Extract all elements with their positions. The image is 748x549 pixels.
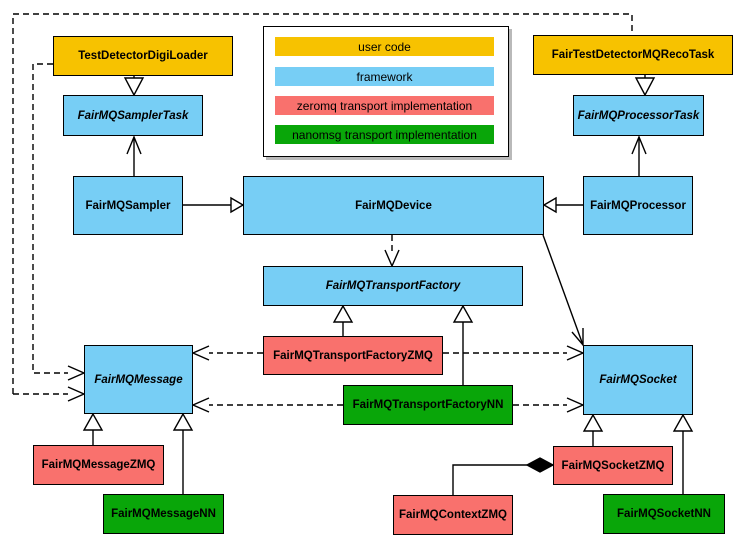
legend-box: user code framework zeromq transport imp… xyxy=(263,26,509,157)
node-testdetectordigiloader: TestDetectorDigiLoader xyxy=(53,36,233,76)
node-label: FairMQMessageZMQ xyxy=(41,459,156,471)
node-fairmqcontextzmq: FairMQContextZMQ xyxy=(393,495,513,535)
arrowhead-message-right-upper xyxy=(191,345,210,361)
triangle-factory-bottom-left xyxy=(332,304,354,323)
edge-recotask-to-message-route xyxy=(12,13,633,394)
node-fairmqsamplertask: FairMQSamplerTask xyxy=(63,95,203,136)
node-label: FairMQSocketNN xyxy=(617,508,711,520)
diamond-socketzmq-composition xyxy=(525,457,555,473)
edge-contextzmq-to-socketzmq xyxy=(452,464,527,495)
legend-item-framework: framework xyxy=(275,67,494,86)
triangle-factory-bottom-right xyxy=(452,304,474,323)
legend-item-user-code: user code xyxy=(275,37,494,56)
arrowhead-samplertask-bottom xyxy=(126,135,142,155)
node-fairmqtransportfactoryzmq: FairMQTransportFactoryZMQ xyxy=(263,336,443,375)
arrowhead-processortask-bottom xyxy=(631,135,647,155)
node-label: FairMQSamplerTask xyxy=(77,109,189,122)
legend-label-zeromq: zeromq transport implementation xyxy=(296,98,473,113)
triangle-device-right xyxy=(542,196,557,214)
triangle-samplertask-top xyxy=(123,77,145,97)
node-fairmqdevice: FairMQDevice xyxy=(243,176,544,235)
node-fairmqtransportfactorynn: FairMQTransportFactoryNN xyxy=(343,385,513,425)
triangle-message-bottom-left xyxy=(82,412,104,431)
node-label: FairMQTransportFactoryZMQ xyxy=(273,349,433,362)
triangle-processortask-top xyxy=(634,77,656,97)
arrowhead-message-left-lower xyxy=(67,386,86,402)
legend-label-nanomsg: nanomsg transport implementation xyxy=(292,127,477,142)
node-label: FairMQContextZMQ xyxy=(399,509,507,521)
node-fairmqmessage: FairMQMessage xyxy=(84,345,193,414)
node-fairmqsocketnn: FairMQSocketNN xyxy=(603,494,725,534)
node-label: FairMQSampler xyxy=(85,199,171,212)
node-fairmqprocessortask: FairMQProcessorTask xyxy=(573,95,704,136)
legend-item-nanomsg: nanomsg transport implementation xyxy=(275,125,494,144)
arrowhead-factory-top xyxy=(384,249,400,268)
node-label: FairMQTransportFactoryNN xyxy=(352,399,504,411)
arrowhead-message-right-lower xyxy=(191,397,210,413)
node-fairmqsampler: FairMQSampler xyxy=(73,176,183,235)
node-label: FairMQSocketZMQ xyxy=(561,459,665,472)
node-fairmqtransportfactory: FairMQTransportFactory xyxy=(263,266,523,306)
edge-device-to-socket xyxy=(542,234,584,346)
triangle-message-bottom-right xyxy=(172,412,194,431)
node-label: FairMQSocket xyxy=(599,374,677,386)
arrowhead-socket-left-upper xyxy=(566,345,585,361)
arrowhead-socket-left-lower xyxy=(566,397,585,413)
triangle-device-left xyxy=(230,196,245,214)
node-fairmqsocketzmq: FairMQSocketZMQ xyxy=(553,446,673,485)
triangle-socket-bottom-left xyxy=(582,413,604,432)
node-label: FairMQDevice xyxy=(355,199,432,212)
node-label: FairMQProcessorTask xyxy=(577,109,700,122)
node-fairmqprocessor: FairMQProcessor xyxy=(583,176,693,235)
node-fairtestdetectormqrecotask: FairTestDetectorMQRecoTask xyxy=(533,35,733,75)
legend-label-user-code: user code xyxy=(358,39,411,54)
legend-label-framework: framework xyxy=(356,69,413,84)
node-label: TestDetectorDigiLoader xyxy=(78,50,208,62)
legend-item-zeromq: zeromq transport implementation xyxy=(275,96,494,115)
node-label: FairMQTransportFactory xyxy=(325,280,461,292)
edge-digiloader-to-message-route xyxy=(32,63,68,374)
node-label: FairMQMessageNN xyxy=(111,508,216,520)
node-label: FairTestDetectorMQRecoTask xyxy=(551,49,715,61)
node-label: FairMQProcessor xyxy=(590,199,686,212)
node-fairmqmessagezmq: FairMQMessageZMQ xyxy=(33,445,164,485)
triangle-socket-bottom-right xyxy=(672,413,694,432)
node-fairmqmessagenn: FairMQMessageNN xyxy=(103,494,224,534)
node-fairmqsocket: FairMQSocket xyxy=(583,345,693,415)
node-label: FairMQMessage xyxy=(94,373,183,386)
arrowhead-message-left-upper xyxy=(67,365,86,381)
